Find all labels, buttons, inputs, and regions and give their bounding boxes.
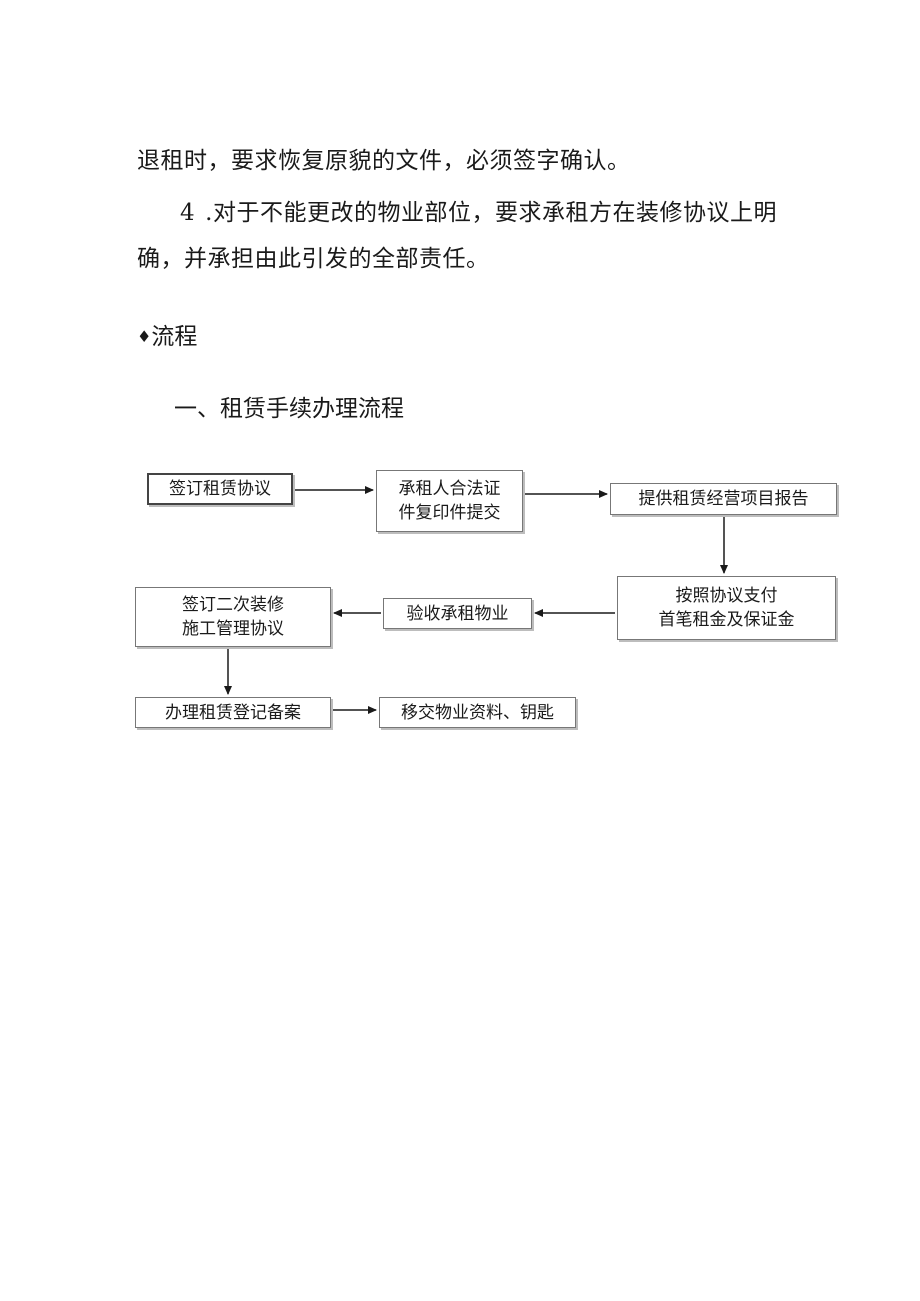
flow-box-sign-renovation-label: 签订二次装修 施工管理协议 — [182, 595, 284, 639]
flow-box-handover: 移交物业资料、钥匙 — [379, 697, 576, 728]
section-title: 流程 — [151, 324, 198, 350]
flow-box-inspect-property-label: 验收承租物业 — [406, 603, 509, 624]
flow-box-sign-lease: 签订租赁协议 — [147, 473, 293, 505]
flow-box-handover-label: 移交物业资料、钥匙 — [401, 702, 554, 723]
flow-box-business-report-label: 提供租赁经营项目报告 — [638, 489, 809, 509]
paragraph-item-4-line-2-text: 确，并承担由此引发的全部责任。 — [137, 246, 490, 272]
flow-box-sign-lease-label: 签订租赁协议 — [169, 479, 271, 499]
sub-heading: 一、租赁手续办理流程 — [174, 394, 404, 424]
flow-box-sign-renovation: 签订二次装修 施工管理协议 — [135, 587, 331, 647]
item-4-text: .对于不能更改的物业部位，要求承租方在装修协议上明 — [205, 200, 777, 226]
flow-box-pay-deposit-label: 按照协议支付 首笔租金及保证金 — [658, 586, 795, 630]
item-4-number: 4 — [180, 200, 196, 226]
paragraph-item-4-line-2: 确，并承担由此引发的全部责任。 — [137, 244, 490, 274]
flow-arrows — [224, 486, 728, 714]
section-heading: ♦流程 — [137, 322, 197, 352]
paragraph-line-1: 退租时，要求恢复原貌的文件，必须签字确认。 — [137, 146, 631, 176]
flow-box-inspect-property: 验收承租物业 — [383, 598, 532, 629]
flow-box-register-lease: 办理租赁登记备案 — [135, 697, 331, 728]
diamond-bullet-icon: ♦ — [137, 327, 152, 346]
flow-box-register-lease-label: 办理租赁登记备案 — [165, 702, 301, 723]
flow-box-pay-deposit: 按照协议支付 首笔租金及保证金 — [617, 576, 836, 640]
flow-box-submit-docs: 承租人合法证 件复印件提交 — [376, 470, 523, 532]
lease-process-flowchart: 签订租赁协议 承租人合法证 件复印件提交 提供租赁经营项目报告 按照协议支付 首… — [135, 470, 837, 728]
paragraph-item-4-line-1: 4 .对于不能更改的物业部位，要求承租方在装修协议上明 — [180, 198, 777, 228]
sub-heading-text: 一、租赁手续办理流程 — [174, 396, 404, 422]
paragraph-line-1-text: 退租时，要求恢复原貌的文件，必须签字确认。 — [137, 148, 631, 174]
flow-box-submit-docs-label: 承租人合法证 件复印件提交 — [398, 479, 501, 523]
flow-box-business-report: 提供租赁经营项目报告 — [610, 483, 837, 515]
